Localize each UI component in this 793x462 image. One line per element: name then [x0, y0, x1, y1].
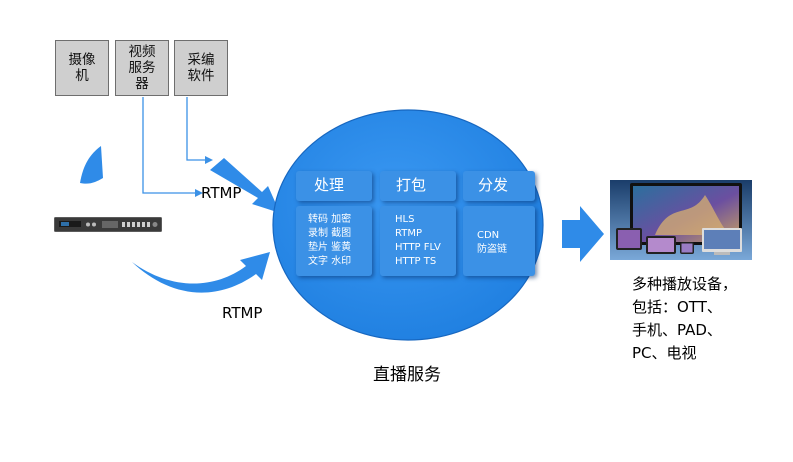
curved-arrow-lower — [132, 252, 270, 293]
connector-editing-software — [186, 97, 205, 161]
connector-video-server — [142, 97, 195, 194]
rtmp-label-upper: RTMP — [201, 184, 242, 202]
diagonal-arrow-upper — [210, 158, 280, 213]
connector-video-server-arrowhead — [195, 189, 203, 197]
source-video-server: 视频 服务 器 — [115, 40, 169, 96]
column-distribution-body-box — [463, 206, 535, 276]
source-camera: 摄像 机 — [55, 40, 109, 96]
column-packaging-header: 打包 — [395, 176, 426, 194]
column-distribution-header: 分发 — [477, 176, 508, 194]
column-distribution-header-box — [463, 171, 535, 201]
playback-devices-image — [610, 180, 752, 260]
devices-caption: 多种播放设备， 包括：OTT、 手机、PAD、 PC、电视 — [632, 275, 738, 362]
column-processing-header: 处理 — [313, 176, 344, 194]
column-packaging-body-box — [380, 206, 456, 276]
column-distribution-items: CDN 防盗链 — [477, 230, 507, 255]
column-packaging-items: HLS RTMP HTTP FLV HTTP TS — [395, 214, 441, 267]
live-service-title: 直播服务 — [373, 365, 441, 385]
column-processing-items: 转码 加密 录制 截图 垫片 鉴黄 文字 水印 — [308, 214, 352, 267]
arrow-to-devices — [562, 206, 604, 262]
encoder-device-icon — [54, 217, 162, 232]
source-editing-software: 采编 软件 — [174, 40, 228, 96]
column-packaging-header-box — [380, 171, 456, 201]
curved-arrow-upper — [80, 146, 103, 184]
column-processing-body-box — [296, 206, 372, 276]
rtmp-label-lower: RTMP — [222, 304, 263, 322]
column-processing-header-box — [296, 171, 372, 201]
connector-editing-software-arrowhead — [205, 156, 213, 164]
